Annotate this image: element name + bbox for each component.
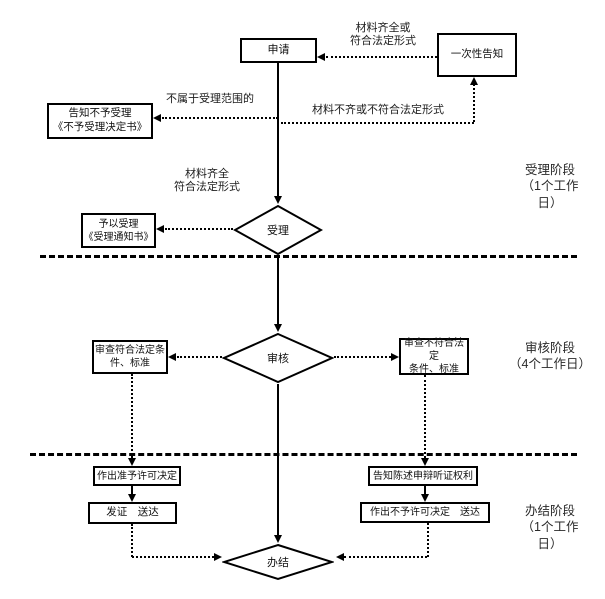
node-accept-label: 受理 — [267, 225, 289, 237]
edge-deny-to-finish-h — [344, 556, 427, 558]
node-finish: 办结 — [222, 543, 334, 581]
arrowhead-down-icon — [128, 458, 136, 466]
node-review-decision: 审核 — [222, 332, 334, 384]
arrowhead-down-icon — [421, 494, 429, 502]
edge-hearing-to-deny — [424, 486, 426, 494]
diamond-shape — [222, 543, 334, 581]
arrowhead-down-icon — [274, 196, 282, 204]
node-reject-notice-line2: 《不予受理决定书》 — [52, 121, 148, 133]
node-review-pass-line1: 审查符合法定条 — [95, 345, 165, 356]
stage-label-finish: 办结阶段 （1个工作 日） — [521, 504, 579, 551]
node-review-fail-line2: 条件、标准 — [409, 364, 459, 375]
node-hearing-rights: 告知陈述申辩听证权利 — [368, 466, 478, 486]
node-accept-notice: 予以受理 《受理通知书》 — [81, 213, 156, 248]
edge-fail-to-hearing — [424, 375, 426, 458]
stage-divider-1 — [40, 255, 577, 258]
arrowhead-down-icon — [421, 458, 429, 466]
node-reject-notice: 告知不予受理 《不予受理决定书》 — [47, 103, 153, 139]
node-one-time-notice: 一次性告知 — [437, 33, 517, 77]
node-apply-label: 申请 — [267, 44, 290, 57]
edge-issue-to-finish-h — [132, 556, 214, 558]
arrowhead-left-icon — [168, 353, 176, 361]
edge-issue-to-finish-v — [131, 524, 133, 557]
stage-label-review: 审核阶段 （4个工作日） — [509, 341, 591, 372]
edge-onetime-to-apply — [326, 56, 437, 58]
node-review-fail-line1: 审查不符合法定 — [404, 338, 464, 362]
arrowhead-right-icon — [391, 353, 399, 361]
edge-label-materials-ok-or: 材料齐全或 符合法定形式 — [350, 22, 416, 48]
node-reject-notice-line1: 告知不予受理 — [68, 107, 132, 120]
diamond-shape — [222, 332, 334, 384]
node-deny-label: 作出不予许可决定 送达 — [370, 507, 480, 518]
edge-label-materials-ok: 材料齐全 符合法定形式 — [174, 168, 240, 194]
node-apply: 申请 — [240, 38, 317, 63]
edge-to-review-pass — [177, 356, 222, 358]
edge-to-reject-notice — [162, 117, 278, 119]
edge-apply-to-accept — [277, 63, 279, 196]
arrowhead-right-icon — [214, 553, 222, 561]
edge-to-review-fail — [334, 356, 391, 358]
stage-divider-2 — [30, 453, 577, 456]
node-accept-decision: 受理 — [233, 204, 323, 256]
arrowhead-down-icon — [274, 324, 282, 332]
node-accept-notice-line2: 《受理通知书》 — [83, 231, 154, 243]
arrowhead-down-icon — [128, 494, 136, 502]
node-review-label: 审核 — [267, 353, 289, 365]
edge-incomplete-vertical — [473, 84, 475, 122]
edge-accept-to-review — [277, 256, 279, 324]
edge-review-to-finish — [277, 384, 279, 535]
node-finish-label: 办结 — [267, 557, 289, 569]
node-review-pass-line2: 件、标准 — [110, 358, 150, 369]
edge-label-out-of-scope: 不属于受理范围的 — [166, 93, 254, 105]
node-grant-decision: 作出准予许可决定 — [93, 466, 181, 486]
node-deny-deliver: 作出不予许可决定 送达 — [360, 502, 490, 523]
arrowhead-down-icon — [274, 535, 282, 543]
arrowhead-left-icon — [317, 53, 325, 61]
node-review-fail: 审查不符合法定 条件、标准 — [399, 338, 469, 375]
diamond-shape — [233, 204, 323, 256]
stage-label-accept: 受理阶段 （1个工作 日） — [521, 163, 579, 210]
node-accept-notice-line1: 予以受理 — [98, 218, 139, 230]
edge-deny-to-finish-v — [427, 523, 429, 557]
node-review-pass: 审查符合法定条 件、标准 — [92, 340, 168, 374]
edge-to-accept-notice — [165, 228, 233, 230]
arrowhead-left-icon — [336, 553, 344, 561]
node-issue-label: 发证 送达 — [106, 506, 159, 519]
arrowhead-left-icon — [153, 114, 161, 122]
node-grant-label: 作出准予许可决定 — [97, 470, 177, 482]
edge-label-materials-incomplete: 材料不齐或不符合法定形式 — [312, 104, 444, 116]
arrowhead-up-icon — [470, 77, 478, 85]
node-one-time-notice-label: 一次性告知 — [450, 48, 504, 61]
edge-pass-to-grant — [131, 374, 133, 458]
node-hearing-label: 告知陈述申辩听证权利 — [373, 470, 473, 482]
node-issue-deliver: 发证 送达 — [88, 502, 177, 524]
edge-grant-to-issue — [131, 486, 133, 494]
arrowhead-left-icon — [156, 225, 164, 233]
edge-incomplete-horizontal — [281, 122, 474, 124]
